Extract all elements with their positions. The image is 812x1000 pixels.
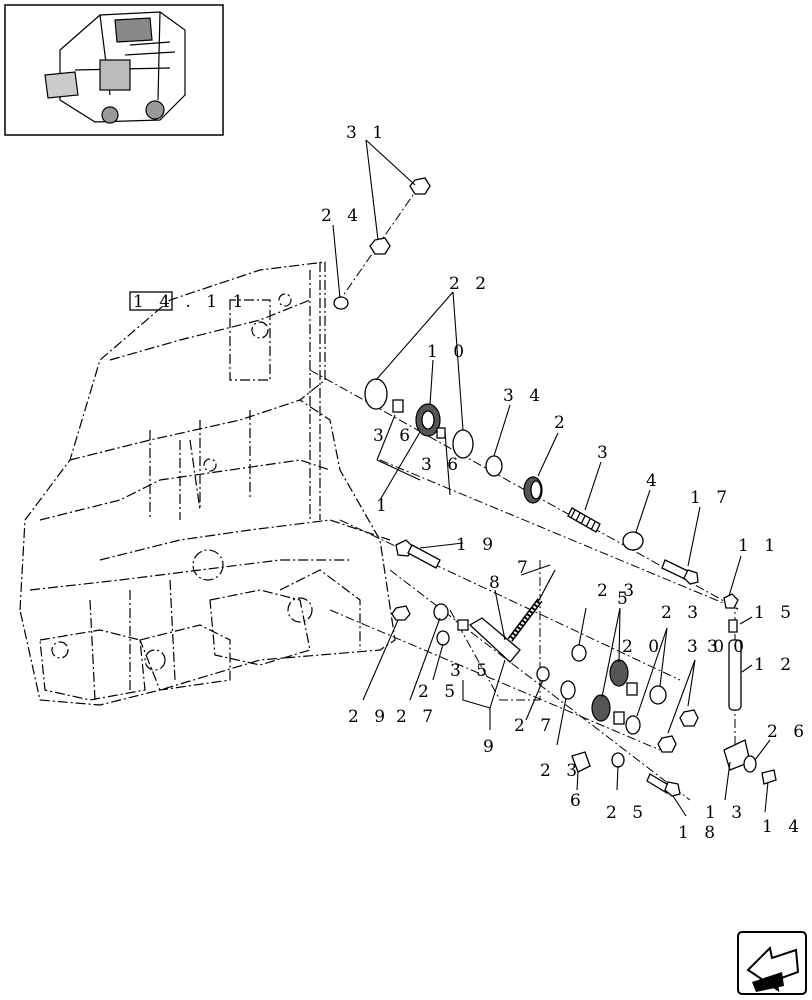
callout-34: 3 4: [503, 386, 545, 406]
part-29-nut: [391, 605, 411, 621]
part-20-bushing-lower: [613, 711, 625, 725]
callout-24: 2 4: [321, 206, 363, 226]
callout-17: 1 7: [690, 488, 732, 508]
callout-36-upper: 3 6: [373, 426, 415, 446]
part-31-nuts: [369, 177, 431, 255]
part-6-block: [571, 751, 591, 773]
part-25-washer-lower: [611, 752, 625, 768]
part-4-washer: [622, 531, 644, 551]
part-27-washer-lower: [536, 666, 550, 682]
callout-19: 1 9: [456, 535, 498, 555]
part-34-snap-ring: [485, 455, 503, 477]
part-25-washer: [436, 630, 450, 646]
callout-14: 1 4: [762, 817, 804, 837]
callout-5: 5: [617, 589, 633, 609]
part-15-grease-fitting: [728, 619, 738, 633]
part-12-tube: [728, 639, 742, 711]
callout-25-lower: 2 5: [606, 803, 648, 823]
callout-25-upper: 2 5: [418, 682, 460, 702]
callout-31: 3 1: [346, 123, 388, 143]
callout-4: 4: [646, 471, 662, 491]
part-19-bolt: [395, 539, 441, 569]
callout-26: 2 6: [767, 722, 809, 742]
callout-15: 1 5: [754, 603, 796, 623]
callout-9: 9: [483, 737, 499, 757]
part-23-washer-upper: [571, 644, 587, 662]
callout-2: 2: [554, 413, 570, 433]
callout-1: 1: [376, 496, 392, 516]
callout-23-lower: 2 3: [540, 761, 582, 781]
callout-12: 1 2: [754, 655, 796, 675]
part-26-washer: [743, 755, 757, 773]
callout-35: 3 5: [450, 661, 492, 681]
baler-thumbnail-image: [4, 4, 224, 136]
callout-36-lower: 3 6: [421, 455, 463, 475]
callout-11: 1 1: [738, 536, 780, 556]
callout-27-left: 2 7: [396, 707, 438, 727]
part-24-washer: [333, 296, 349, 310]
part-10-idler-arm-assembly: [392, 399, 446, 439]
callout-8: 8: [489, 573, 505, 593]
part-3-spring: [567, 507, 601, 533]
part-11-fitting: [723, 593, 739, 609]
reference-box-text: 1 4 . 1 1: [133, 292, 248, 312]
callout-10: 1 0: [427, 342, 469, 362]
callout-22: 2 2: [449, 274, 491, 294]
part-30-nut: [679, 709, 699, 727]
callout-7: 7: [517, 558, 533, 578]
machine-frame: [19, 261, 396, 706]
callout-13: 1 3: [705, 803, 747, 823]
part-23-washer-right: [649, 685, 667, 705]
callout-23-top: 2 3: [597, 581, 639, 601]
callout-labels: 3 1 2 4 2 2 1 0 3 4 2 3 4 1 7 1 1 1 5 1 …: [321, 123, 809, 843]
callout-29: 2 9: [348, 707, 390, 727]
callout-30-right: 3 0: [687, 637, 729, 657]
part-9-arm: [468, 617, 521, 663]
reference-box[interactable]: 1 4 . 1 1: [129, 291, 248, 312]
callout-27-right: 2 7: [514, 716, 556, 736]
previous-page-arrow-icon[interactable]: [737, 931, 807, 995]
part-2-sprocket: [523, 476, 543, 504]
callout-20: 2 0: [622, 637, 664, 657]
part-8-spring: [507, 598, 543, 642]
part-30-nut-lower: [657, 735, 677, 753]
callout-18: 1 8: [678, 823, 720, 843]
part-17-bolt: [661, 559, 699, 585]
callout-3: 3: [597, 443, 613, 463]
callout-30-left: 3 0: [707, 637, 749, 657]
part-27-washer: [433, 603, 449, 621]
part-22-spacers: [364, 378, 474, 459]
part-14-fitting: [761, 769, 777, 785]
part-35-bushing: [457, 619, 469, 631]
callout-6: 6: [570, 791, 586, 811]
part-7-rod: [537, 569, 556, 603]
part-23-washer-lower: [560, 680, 576, 700]
part-18-bolt: [646, 773, 681, 797]
part-23-washer-right-lower: [625, 715, 641, 735]
part-20-bushing: [626, 682, 638, 696]
leader-lines: [332, 139, 771, 817]
callout-23-right: 2 3: [661, 603, 703, 623]
